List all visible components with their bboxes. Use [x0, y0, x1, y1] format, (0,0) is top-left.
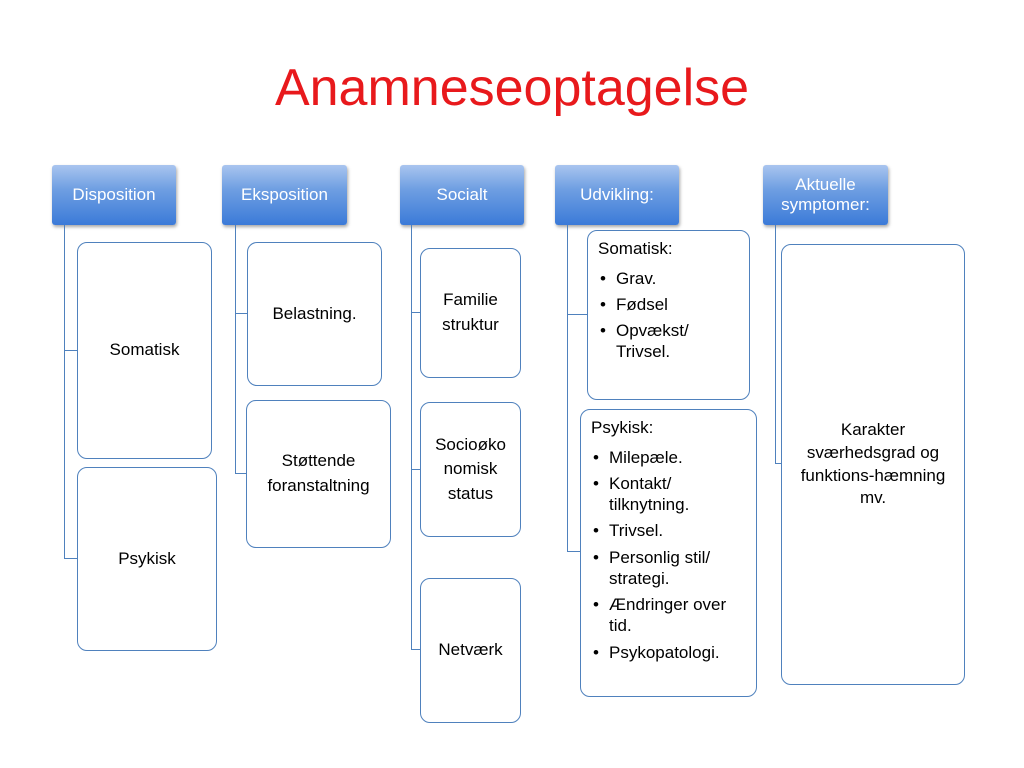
- list-heading: Psykisk:: [591, 418, 654, 437]
- connector: [411, 469, 420, 470]
- box-familie-struktur: Familie struktur: [420, 248, 521, 378]
- list-item: Grav.: [598, 268, 739, 290]
- connector: [235, 313, 247, 314]
- connector: [411, 225, 412, 650]
- connector: [411, 649, 420, 650]
- list-heading: Somatisk:: [598, 239, 673, 258]
- header-aktuelle-symptomer: Aktuelle symptomer:: [763, 165, 888, 225]
- box-psykisk: Psykisk: [77, 467, 217, 651]
- connector: [64, 225, 65, 559]
- connector: [64, 558, 77, 559]
- bullet-list: Milepæle. Kontakt/ tilknytning. Trivsel.…: [591, 447, 746, 664]
- box-stottende-foranstaltning: Støttende foranstaltning: [246, 400, 391, 548]
- connector: [411, 312, 420, 313]
- list-item: Trivsel.: [591, 520, 746, 542]
- connector: [775, 463, 781, 464]
- box-udvikling-somatisk: Somatisk: Grav. Fødsel Opvækst/ Trivsel.: [587, 230, 750, 400]
- list-item: Ændringer over tid.: [591, 594, 729, 637]
- box-karakter-text: Karakter sværhedsgrad og funktions-hæmni…: [800, 419, 946, 508]
- list-item: Kontakt/ tilknytning.: [591, 473, 719, 516]
- connector: [567, 551, 580, 552]
- box-karakter: Karakter sværhedsgrad og funktions-hæmni…: [781, 244, 965, 685]
- connector: [235, 473, 246, 474]
- header-socialt: Socialt: [400, 165, 524, 225]
- list-item: Personlig stil/ strategi.: [591, 547, 754, 590]
- connector: [64, 350, 77, 351]
- list-item: Fødsel: [598, 294, 739, 316]
- list-item: Opvækst/ Trivsel.: [598, 320, 726, 363]
- header-disposition: Disposition: [52, 165, 176, 225]
- box-udvikling-psykisk: Psykisk: Milepæle. Kontakt/ tilknytning.…: [580, 409, 757, 697]
- box-netvaerk: Netværk: [420, 578, 521, 723]
- box-belastning: Belastning.: [247, 242, 382, 386]
- connector: [567, 225, 568, 552]
- list-item: Milepæle.: [591, 447, 746, 469]
- slide-title: Anamneseoptagelse: [274, 59, 750, 117]
- box-somatisk: Somatisk: [77, 242, 212, 459]
- connector: [567, 314, 587, 315]
- header-udvikling: Udvikling:: [555, 165, 679, 225]
- connector: [235, 225, 236, 474]
- connector: [775, 225, 776, 464]
- bullet-list: Grav. Fødsel Opvækst/ Trivsel.: [598, 268, 739, 363]
- list-item: Psykopatologi.: [591, 642, 746, 664]
- header-eksposition: Eksposition: [222, 165, 347, 225]
- box-socio-okonomisk-status: Socioøko nomisk status: [420, 402, 521, 537]
